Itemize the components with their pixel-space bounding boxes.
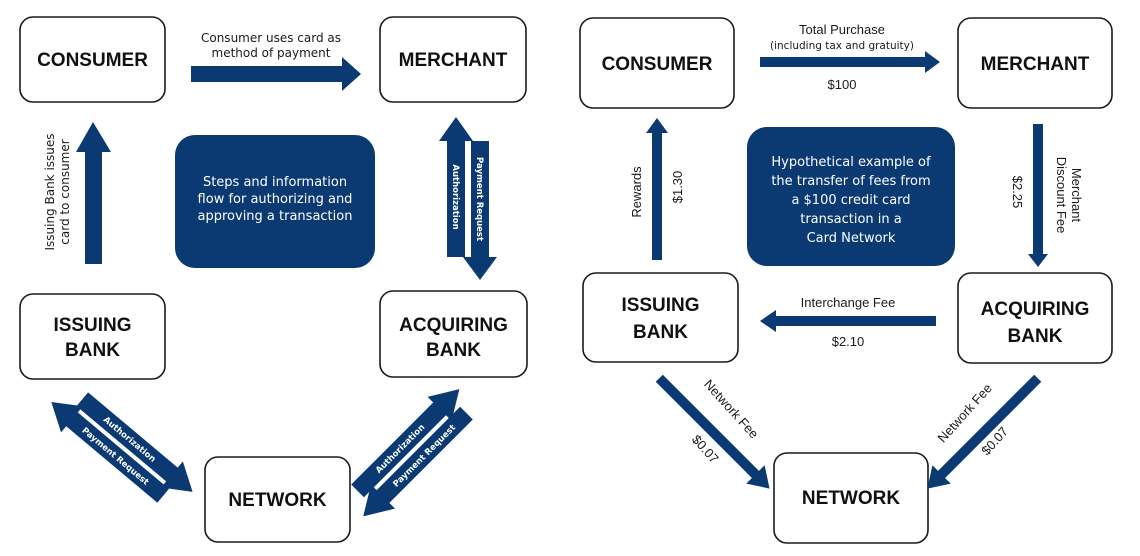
info-line: transaction in a — [800, 212, 902, 227]
right-flow-issuing-to-network: Network Fee $0.07 — [655, 374, 770, 489]
node-label-line1: ACQUIRING — [399, 315, 508, 336]
left-node-acquiring-bank: ACQUIRING BANK — [379, 290, 528, 378]
node-label-line2: BANK — [1008, 326, 1063, 347]
left-node-issuing-bank: ISSUING BANK — [19, 293, 166, 380]
node-box — [19, 293, 166, 380]
flow-label-line2: Discount Fee — [1054, 157, 1069, 234]
right-info-box: Hypothetical example of the transfer of … — [747, 127, 955, 266]
flow-label-line2: card to consumer — [58, 139, 72, 244]
node-label: CONSUMER — [602, 54, 713, 75]
node-label: NETWORK — [228, 490, 326, 511]
flow-label-line1: Consumer uses card as — [201, 31, 341, 45]
info-line: Hypothetical example of — [771, 155, 931, 170]
right-flow-acquiring-to-network: Network Fee $0.07 — [927, 374, 1042, 489]
arrow-diagonal-icon — [363, 406, 473, 517]
node-box — [204, 456, 351, 543]
flow-sublabel: (including tax and gratuity) — [770, 40, 914, 52]
info-line: the transfer of fees from — [771, 174, 930, 189]
info-line: a $100 credit card — [791, 193, 910, 208]
right-node-network: NETWORK — [773, 452, 929, 544]
left-node-consumer: CONSUMER — [19, 16, 166, 103]
flow-label: Total Purchase — [799, 22, 885, 37]
node-label-line1: ISSUING — [621, 295, 699, 316]
node-label-line2: BANK — [65, 340, 120, 361]
right-flow-acquiring-to-issuing: Interchange Fee $2.10 — [760, 295, 936, 349]
info-line: Steps and information — [203, 175, 347, 190]
flow-label-authorization: Authorization — [450, 164, 460, 229]
node-box — [957, 272, 1113, 364]
right-diagram: CONSUMER MERCHANT ISSUING BANK ACQUIRING… — [579, 17, 1113, 544]
right-node-issuing-bank: ISSUING BANK — [582, 272, 739, 363]
left-flow-issuing-network-pair: Authorization Payment Request — [51, 392, 193, 503]
node-box — [379, 16, 527, 103]
node-box — [582, 272, 739, 363]
arrow-diagonal-icon — [655, 374, 770, 489]
flow-amount: $2.25 — [1010, 176, 1025, 209]
left-flow-network-acquiring-pair: Authorization Payment Request — [351, 389, 473, 517]
left-flow-consumer-to-merchant: Consumer uses card as method of payment — [191, 31, 361, 91]
flow-amount: $1.30 — [670, 171, 685, 204]
node-label-line2: BANK — [633, 322, 688, 343]
info-box-bg — [747, 127, 955, 266]
arrow-up-icon — [76, 122, 111, 264]
arrow-diagonal-icon — [51, 401, 169, 503]
node-label-line1: ISSUING — [53, 315, 131, 336]
arrow-down-icon — [463, 141, 497, 280]
flow-label: Rewards — [629, 166, 644, 218]
node-box — [579, 17, 735, 109]
info-line: Card Network — [807, 231, 896, 246]
arrow-diagonal-icon — [351, 389, 460, 498]
node-label: MERCHANT — [981, 54, 1090, 75]
info-line: flow for authorizing and — [198, 192, 353, 207]
right-flow-merchant-to-acquiring: Merchant Discount Fee $2.25 — [1010, 124, 1084, 267]
arrow-up-icon — [646, 118, 668, 260]
node-box — [19, 16, 166, 103]
info-box-bg — [175, 135, 375, 268]
node-label-line1: ACQUIRING — [981, 299, 1090, 320]
flow-label-line1: Merchant — [1069, 168, 1084, 223]
node-box — [773, 452, 929, 544]
node-box — [957, 17, 1113, 109]
right-node-merchant: MERCHANT — [957, 17, 1113, 109]
arrow-diagonal-icon — [76, 392, 193, 492]
flow-label: Interchange Fee — [801, 295, 896, 310]
left-flow-issuing-to-consumer: Issuing Bank issues card to consumer — [43, 122, 111, 264]
node-label: CONSUMER — [37, 50, 148, 71]
left-flow-acquiring-merchant-pair: Authorization Payment Request — [439, 117, 497, 280]
node-box — [379, 290, 528, 378]
arrow-diagonal-icon — [927, 374, 1042, 489]
node-label: NETWORK — [802, 488, 900, 509]
node-label-line2: BANK — [426, 340, 481, 361]
arrow-down-icon — [1028, 124, 1048, 267]
left-info-box: Steps and information flow for authorizi… — [175, 135, 375, 268]
flow-label-payment-request: Payment Request — [474, 157, 484, 241]
flow-label-line2: method of payment — [212, 46, 331, 60]
info-line: approving a transaction — [198, 209, 353, 224]
arrow-left-icon — [760, 310, 936, 332]
node-label: MERCHANT — [399, 50, 508, 71]
flow-amount: $100 — [828, 77, 857, 92]
left-node-network: NETWORK — [204, 456, 351, 543]
right-node-acquiring-bank: ACQUIRING BANK — [957, 272, 1113, 364]
left-diagram: CONSUMER MERCHANT ISSUING BANK ACQUIRING… — [19, 16, 528, 543]
arrow-up-icon — [439, 117, 473, 257]
flow-amount: $2.10 — [832, 334, 865, 349]
left-node-merchant: MERCHANT — [379, 16, 527, 103]
right-flow-issuing-to-consumer: Rewards $1.30 — [629, 118, 685, 260]
right-node-consumer: CONSUMER — [579, 17, 735, 109]
arrow-right-icon — [191, 57, 361, 91]
arrow-right-icon — [760, 51, 940, 73]
flow-label-line1: Issuing Bank issues — [43, 133, 57, 250]
right-flow-consumer-to-merchant: Total Purchase (including tax and gratui… — [760, 22, 940, 92]
